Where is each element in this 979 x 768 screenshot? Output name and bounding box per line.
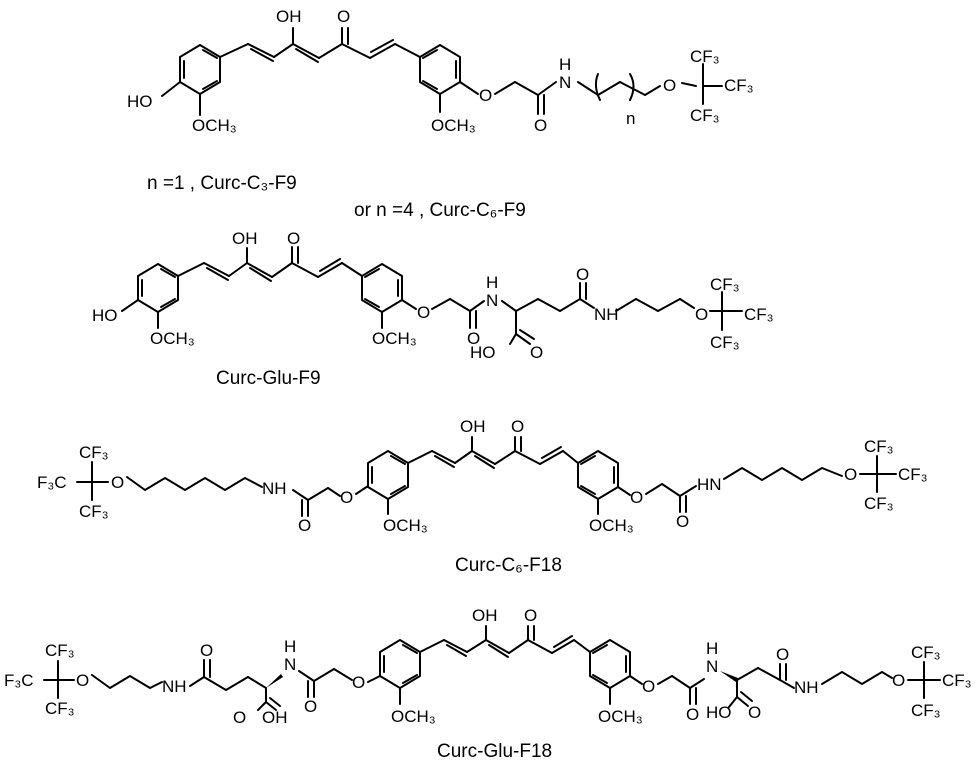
atom-label: O [748,703,761,722]
atom-label: H [486,273,498,292]
atom-label: O [663,76,676,95]
atom-label: NH [594,305,619,324]
atom-label: CF₃ [864,437,894,456]
atom-label: O [630,488,643,507]
atom-label: O [686,705,699,724]
atom-label: F₃C [37,473,67,492]
atom-label: O [695,305,708,324]
atom-label: OCH₃ [383,516,428,535]
atom-label: N [559,73,571,92]
atom-label: O [479,86,492,105]
atom-label: CF₃ [690,106,720,125]
atom-label: O [337,7,350,26]
atom-label: O [511,417,524,436]
atom-label: OCH₃ [589,516,634,535]
atom-label: O [352,673,365,692]
atom-label: O [576,265,589,284]
atom-label: OCH₃ [391,707,436,726]
atom-label: CF₃ [79,502,109,521]
atom-label: O [233,708,246,727]
atom-label: O [530,343,543,362]
atom-label: O [298,516,311,535]
atom-label: OH [472,606,498,625]
atom-label: CF₃ [45,641,75,660]
atom-label: OCH₃ [431,116,476,135]
atom-label: O [76,671,89,690]
atom-label: CF₃ [864,494,894,513]
molecule-curc-glu-f9: OH O HO OCH₃ OCH₃ O O N H HO O O NH O CF… [92,229,774,362]
atom-label: n [626,109,635,128]
atom-label: O [642,677,655,696]
atom-label: CF₃ [898,465,928,484]
atom-label: O [892,671,905,690]
atom-label: CF₃ [710,275,740,294]
atom-label: O [534,116,547,135]
atom-label: NH [162,677,187,696]
atom-label: OH [232,229,258,248]
atom-label: NH [794,678,819,697]
atom-label: HN [697,475,722,494]
atom-label: CF₃ [724,76,754,95]
atom-label: CF₃ [79,443,109,462]
atom-label: H [284,637,296,656]
atom-label: CF₃ [942,671,972,690]
atom-label: OCH₃ [598,707,643,726]
caption-curc-glu-f18: Curc-Glu-F18 [437,741,552,762]
atom-label: OCH₃ [192,116,237,135]
atom-label: CF₃ [710,333,740,352]
atom-label: O [524,606,537,625]
caption-curc-c6-f9: or n =4 , Curc-C₆-F9 [354,200,526,221]
atom-label: O [844,465,857,484]
atom-label: N [284,655,296,674]
atom-label: N [706,657,718,676]
atom-label: CF₃ [911,701,941,720]
caption-curc-c6-f18: Curc-C₆-F18 [455,555,562,576]
atom-label: O [340,488,353,507]
atom-label: H [559,55,571,74]
atom-label: O [304,697,317,716]
atom-label: OH [262,708,288,727]
caption-curc-glu-f9: Curc-Glu-F9 [216,368,321,389]
atom-label: O [467,329,480,348]
molecule-curc-c6-f18: F₃C CF₃ CF₃ O NH O O OCH₃ OH O [37,417,928,535]
atom-label: CF₃ [690,47,720,66]
atom-label: OCH₃ [372,329,417,348]
atom-label: HO [470,343,496,362]
atom-label: CF₃ [45,699,75,718]
atom-label: HO [706,703,732,722]
atom-label: O [111,473,124,492]
atom-label: O [287,229,300,248]
atom-label: F₃C [4,671,34,690]
atom-label: HO [92,306,118,325]
atom-label: O [676,512,689,531]
molecule-curc-c-f9: OH O HO OCH₃ OCH₃ O O N H n O CF₃ CF₃ CF… [127,7,754,135]
atom-label: OCH₃ [150,329,195,348]
atom-label: N [486,291,498,310]
atom-label: OH [460,417,486,436]
caption-curc-c3-f9: n =1 , Curc-C₃-F9 [147,173,297,194]
atom-label: O [417,303,430,322]
atom-label: CF₃ [744,305,774,324]
atom-label: H [706,639,718,658]
atom-label: CF₃ [911,643,941,662]
atom-label: O [776,645,789,664]
atom-label: HO [127,92,153,111]
molecule-curc-glu-f18: F₃C CF₃ CF₃ O NH O O OH N H O O [4,606,972,727]
atom-label: NH [262,479,287,498]
atom-label: OH [276,7,302,26]
atom-label: O [200,641,213,660]
